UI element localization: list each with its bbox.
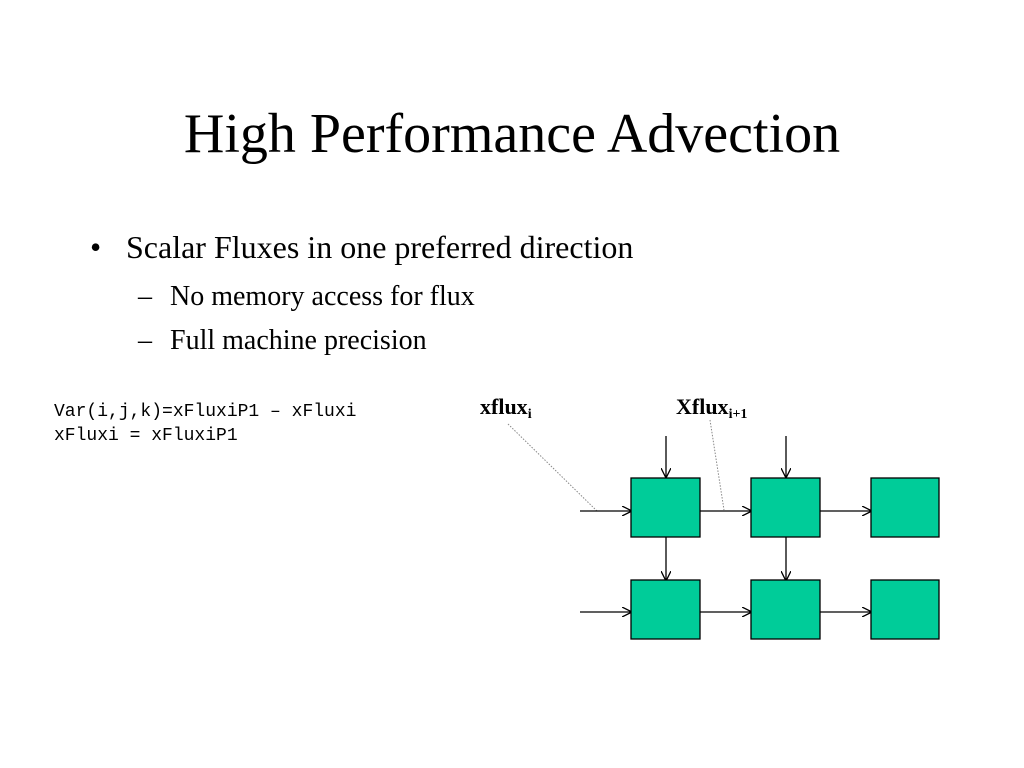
sub-bullet-text: Full machine precision <box>170 325 427 356</box>
sub-bullet-text: No memory access for flux <box>170 281 475 312</box>
label-xflux-i-plus-1: Xfluxi+1 <box>676 394 747 428</box>
grid-cell-r2-c1 <box>630 579 701 640</box>
grid-cell-r2-c3 <box>870 579 940 640</box>
label-xflux-i1-base: Xflux <box>676 394 729 419</box>
bullet-marker: • <box>90 229 102 265</box>
grid-cell-r1-c2 <box>750 477 821 538</box>
sub-bullet-precision: –Full machine precision <box>138 323 427 359</box>
code-block: Var(i,j,k)=xFluxiP1 – xFluxi xFluxi = xF… <box>54 400 356 448</box>
sub-bullet-memory-access: –No memory access for flux <box>138 279 475 315</box>
sub-bullet-marker: – <box>138 325 152 356</box>
leader-line-xflux-i <box>507 423 599 513</box>
code-line-1: Var(i,j,k)=xFluxiP1 – xFluxi <box>54 402 357 422</box>
label-xflux-i1-sub: i+1 <box>728 407 748 422</box>
slide-title: High Performance Advection <box>183 103 841 165</box>
grid-cell-r1-c1 <box>630 477 701 538</box>
bullet-text: Scalar Fluxes in one preferred direction <box>126 229 634 265</box>
bullet-scalar-fluxes: • Scalar Fluxes in one preferred directio… <box>90 225 633 269</box>
grid-cell-r1-c3 <box>870 477 940 538</box>
sub-bullet-marker: – <box>138 281 152 312</box>
code-line-2: xFluxi = xFluxiP1 <box>54 426 238 446</box>
label-xflux-i-base: xflux <box>480 394 528 419</box>
leader-line-xflux-i-plus-1 <box>709 419 725 511</box>
label-xflux-i: xfluxi <box>480 394 532 428</box>
grid-cell-r2-c2 <box>750 579 821 640</box>
label-xflux-i-sub: i <box>527 407 532 422</box>
